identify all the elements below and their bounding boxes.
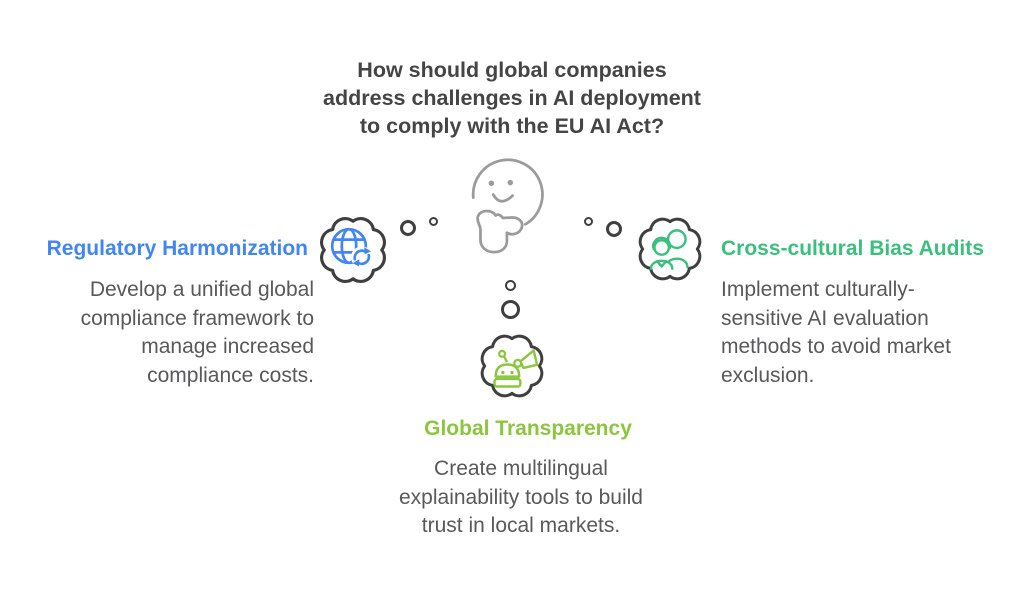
section-body-global-transparency: Create multilingual explainability tools… bbox=[370, 455, 672, 541]
thought-dot bbox=[584, 217, 593, 226]
section-body-regulatory-harmonization: Develop a unified global compliance fram… bbox=[81, 276, 314, 390]
section-heading-cross-cultural-bias-audits: Cross-cultural Bias Audits bbox=[721, 237, 984, 260]
people-audit-icon bbox=[638, 217, 702, 281]
body-line: explainability tools to build bbox=[399, 485, 643, 509]
left-thought-cloud bbox=[313, 210, 393, 290]
bottom-thought-cloud bbox=[474, 328, 550, 404]
thinking-face-icon bbox=[455, 158, 567, 276]
thought-dot bbox=[501, 300, 520, 319]
body-line: Create multilingual bbox=[434, 457, 608, 480]
body-line: compliance costs. bbox=[147, 363, 314, 387]
globe-sync-icon bbox=[320, 217, 386, 283]
body-line: sensitive AI evaluation bbox=[721, 306, 929, 330]
title-question: How should global companies address chal… bbox=[262, 56, 762, 140]
title-line: How should global companies bbox=[357, 58, 667, 82]
title-line: address challenges in AI deployment bbox=[323, 86, 701, 110]
thought-dot bbox=[400, 220, 416, 236]
body-line: Implement culturally- bbox=[721, 278, 915, 301]
right-thought-cloud bbox=[632, 211, 708, 287]
robot-megaphone-icon bbox=[480, 334, 544, 398]
section-heading-regulatory-harmonization: Regulatory Harmonization bbox=[46, 237, 308, 260]
body-line: manage increased bbox=[141, 335, 314, 358]
thought-dot bbox=[429, 217, 438, 226]
thought-dot bbox=[606, 221, 622, 237]
body-line: trust in local markets. bbox=[421, 514, 621, 537]
thought-dot bbox=[505, 280, 516, 291]
section-body-cross-cultural-bias-audits: Implement culturally- sensitive AI evalu… bbox=[721, 276, 951, 390]
body-line: compliance framework to bbox=[80, 306, 314, 330]
section-heading-global-transparency: Global Transparency bbox=[424, 417, 632, 440]
body-line: exclusion. bbox=[721, 363, 815, 387]
body-line: methods to avoid market bbox=[721, 335, 951, 358]
title-line: to comply with the EU AI Act? bbox=[359, 114, 665, 138]
body-line: Develop a unified global bbox=[89, 278, 314, 301]
